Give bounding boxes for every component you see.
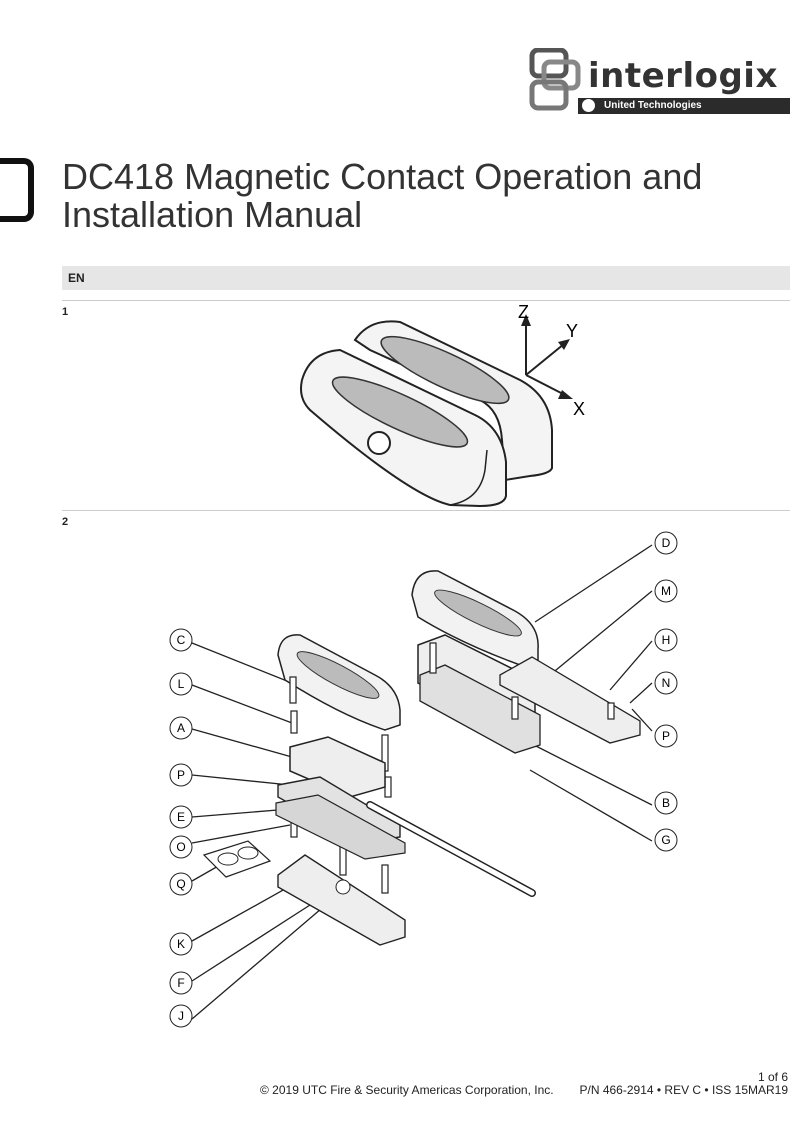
- svg-text:D: D: [662, 536, 671, 550]
- svg-text:O: O: [176, 840, 185, 854]
- figure-1-contact-illustration: Z Y X: [300, 302, 585, 508]
- callout-q: Q: [169, 872, 193, 896]
- svg-text:B: B: [662, 796, 670, 810]
- page-number: 1 of 6: [757, 1070, 788, 1084]
- svg-text:Q: Q: [176, 877, 185, 891]
- svg-text:E: E: [177, 810, 185, 824]
- svg-text:P: P: [177, 768, 185, 782]
- interlogix-logo: [529, 48, 581, 111]
- callout-m: M: [654, 579, 678, 603]
- svg-text:A: A: [177, 721, 185, 735]
- callout-j: J: [169, 1004, 193, 1028]
- callouts-right: D M H N P B G: [654, 531, 678, 852]
- callout-n: N: [654, 671, 678, 695]
- svg-text:C: C: [177, 633, 186, 647]
- svg-text:G: G: [661, 833, 670, 847]
- utc-circle-icon: [582, 99, 595, 112]
- callout-c: C: [169, 628, 193, 652]
- callout-p-right: P: [654, 724, 678, 748]
- callout-l: L: [169, 672, 193, 696]
- axis-y-label: Y: [566, 321, 578, 341]
- title-line-1: DC418 Magnetic Contact Operation and: [62, 156, 703, 197]
- chapter-tab-marker: [0, 158, 34, 222]
- svg-text:J: J: [178, 1009, 184, 1023]
- callout-d: D: [654, 531, 678, 555]
- figure-2-number: 2: [62, 516, 69, 528]
- copyright: © 2019 UTC Fire & Security Americas Corp…: [260, 1083, 554, 1097]
- divider-2: [62, 510, 790, 511]
- callout-h: H: [654, 628, 678, 652]
- svg-text:H: H: [662, 633, 671, 647]
- language-bar: [62, 266, 790, 290]
- divider-1: [62, 300, 790, 301]
- callout-e: E: [169, 805, 193, 829]
- svg-text:P: P: [662, 729, 670, 743]
- figure-1-number: 1: [62, 306, 69, 318]
- title-line-2: Installation Manual: [62, 194, 363, 235]
- callout-k: K: [169, 932, 193, 956]
- page-title: DC418 Magnetic Contact Operation and Ins…: [62, 158, 762, 234]
- part-number: P/N 466-2914 • REV C • ISS 15MAR19: [579, 1083, 789, 1097]
- callout-a: A: [169, 716, 193, 740]
- svg-text:N: N: [662, 676, 671, 690]
- callouts-left: C L A P E O Q K F J: [169, 628, 193, 1028]
- brand-tagline: United Technologies: [578, 98, 790, 114]
- brand-name: interlogix: [588, 56, 778, 96]
- callout-p-left: P: [169, 763, 193, 787]
- svg-text:M: M: [661, 584, 671, 598]
- figure-2-exploded-view: [191, 544, 653, 1020]
- callout-o: O: [169, 835, 193, 859]
- axis-z-label: Z: [518, 302, 529, 322]
- callout-f: F: [169, 971, 193, 995]
- language-label: EN: [68, 271, 85, 285]
- callout-g: G: [654, 828, 678, 852]
- svg-text:K: K: [177, 937, 185, 951]
- callout-b: B: [654, 791, 678, 815]
- axis-x-label: X: [573, 399, 585, 419]
- svg-text:F: F: [177, 976, 184, 990]
- svg-text:L: L: [178, 677, 185, 691]
